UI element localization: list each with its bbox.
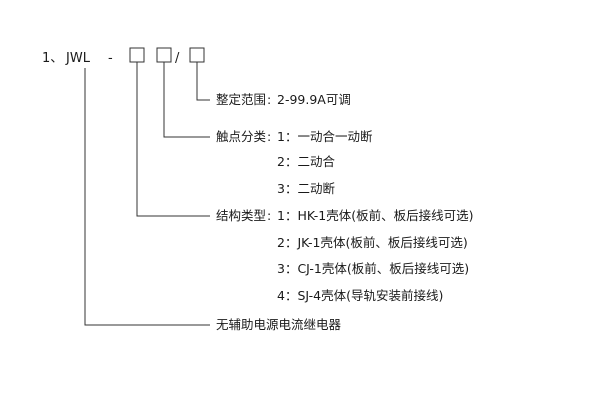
code-box-structure	[129, 47, 145, 63]
model-index: 1、	[42, 51, 63, 66]
field-label-structure: 结构类型	[216, 208, 266, 223]
field-label-relay-type: 无辅助电源电流继电器	[216, 317, 342, 332]
leader-line-relay	[84, 68, 210, 326]
model-name: JWL	[65, 51, 91, 66]
field-colon-contact: :	[267, 129, 271, 144]
leader-line-structure	[136, 62, 210, 217]
field-option-setting-1: 2-99.9A可调	[277, 92, 351, 107]
code-box-contact	[156, 47, 172, 63]
field-option-contact-3: 3：二动断	[277, 181, 335, 196]
field-option-structure-4: 4：SJ-4壳体(导轨安装前接线)	[277, 288, 443, 303]
field-option-structure-2: 2：JK-1壳体(板前、板后接线可选)	[277, 235, 468, 250]
field-option-contact-1: 1：一动合一动断	[277, 129, 372, 144]
field-option-structure-1: 1：HK-1壳体(板前、板后接线可选)	[277, 208, 473, 223]
field-colon-structure: :	[267, 208, 271, 223]
code-box-setting	[189, 47, 205, 63]
field-option-structure-3: 3：CJ-1壳体(板前、板后接线可选)	[277, 261, 469, 276]
field-label-contact: 触点分类	[216, 129, 267, 144]
field-colon-setting: :	[267, 92, 271, 107]
leader-line-setting	[196, 62, 210, 101]
model-dash: -	[108, 51, 113, 66]
leader-line-contact	[163, 62, 210, 138]
model-slash: /	[175, 51, 180, 66]
field-label-setting: 整定范围	[216, 92, 266, 107]
field-option-contact-2: 2：二动合	[277, 154, 335, 169]
